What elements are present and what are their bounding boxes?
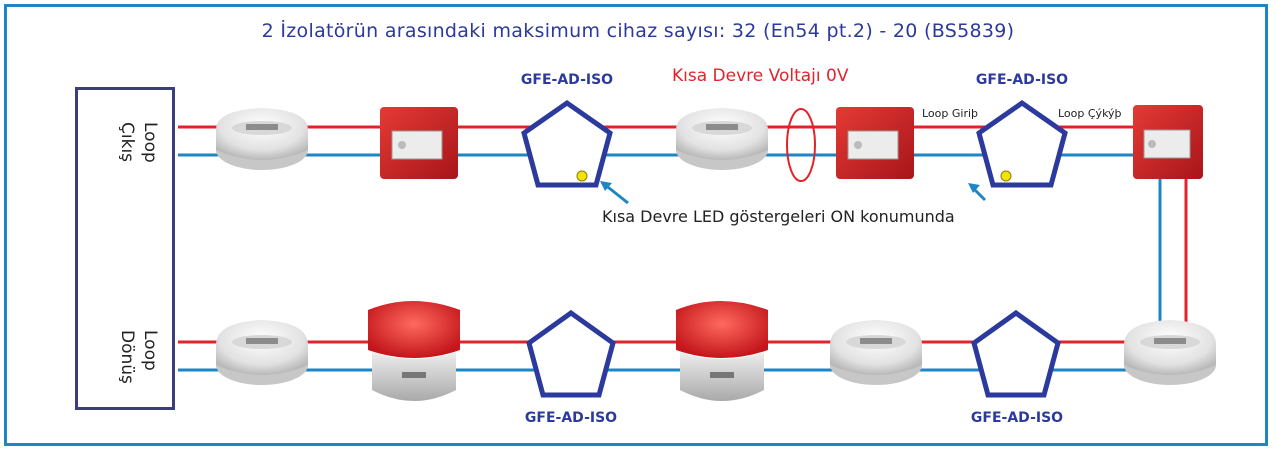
isolator-bottom-right — [971, 309, 1061, 398]
loop-return-label-2: Dönüş — [117, 330, 137, 384]
isolator-top-left-label: GFE-AD-ISO — [520, 72, 614, 88]
beacon-sounder-2 — [676, 301, 768, 401]
isolator-bottom-left — [526, 309, 616, 398]
short-circuit-marker — [786, 108, 816, 182]
smoke-detector-bottom-3 — [1124, 320, 1216, 385]
isolator-bottom-left-label: GFE-AD-ISO — [524, 410, 618, 426]
arrow-right — [968, 183, 987, 202]
smoke-detector-bottom-1 — [216, 320, 308, 385]
led-note: Kısa Devre LED göstergeleri ON konumunda — [602, 207, 955, 226]
arrow-left — [600, 181, 629, 205]
smoke-detector-top-2 — [676, 108, 768, 170]
loop-out-label: Loop — [140, 122, 160, 163]
isolator-top-right-label: GFE-AD-ISO — [975, 72, 1069, 88]
led-indicator-right — [1000, 170, 1012, 182]
isolator-top-left — [521, 99, 613, 188]
loop-out-label-2: Çıkış — [117, 122, 137, 163]
isolator-top-right — [976, 99, 1068, 188]
manual-call-point-3 — [1133, 105, 1203, 179]
diagram-title: 2 İzolatörün arasındaki maksimum cihaz s… — [261, 20, 1015, 42]
loop-in-label: Loop Giriþ — [922, 107, 979, 120]
short-circuit-voltage-label: Kısa Devre Voltajı 0V — [672, 66, 849, 86]
smoke-detector-bottom-2 — [830, 320, 922, 385]
loop-out-side-label: Loop Çýkýþ — [1058, 107, 1122, 120]
isolator-bottom-right-label: GFE-AD-ISO — [970, 410, 1064, 426]
beacon-sounder-1 — [368, 301, 460, 401]
diagram-frame — [4, 4, 1268, 446]
manual-call-point-1 — [380, 107, 458, 179]
manual-call-point-2 — [836, 107, 914, 179]
loop-panel — [75, 87, 175, 410]
loop-return-label: Loop — [140, 330, 160, 371]
led-indicator-left — [576, 170, 588, 182]
smoke-detector-top-1 — [216, 108, 308, 170]
